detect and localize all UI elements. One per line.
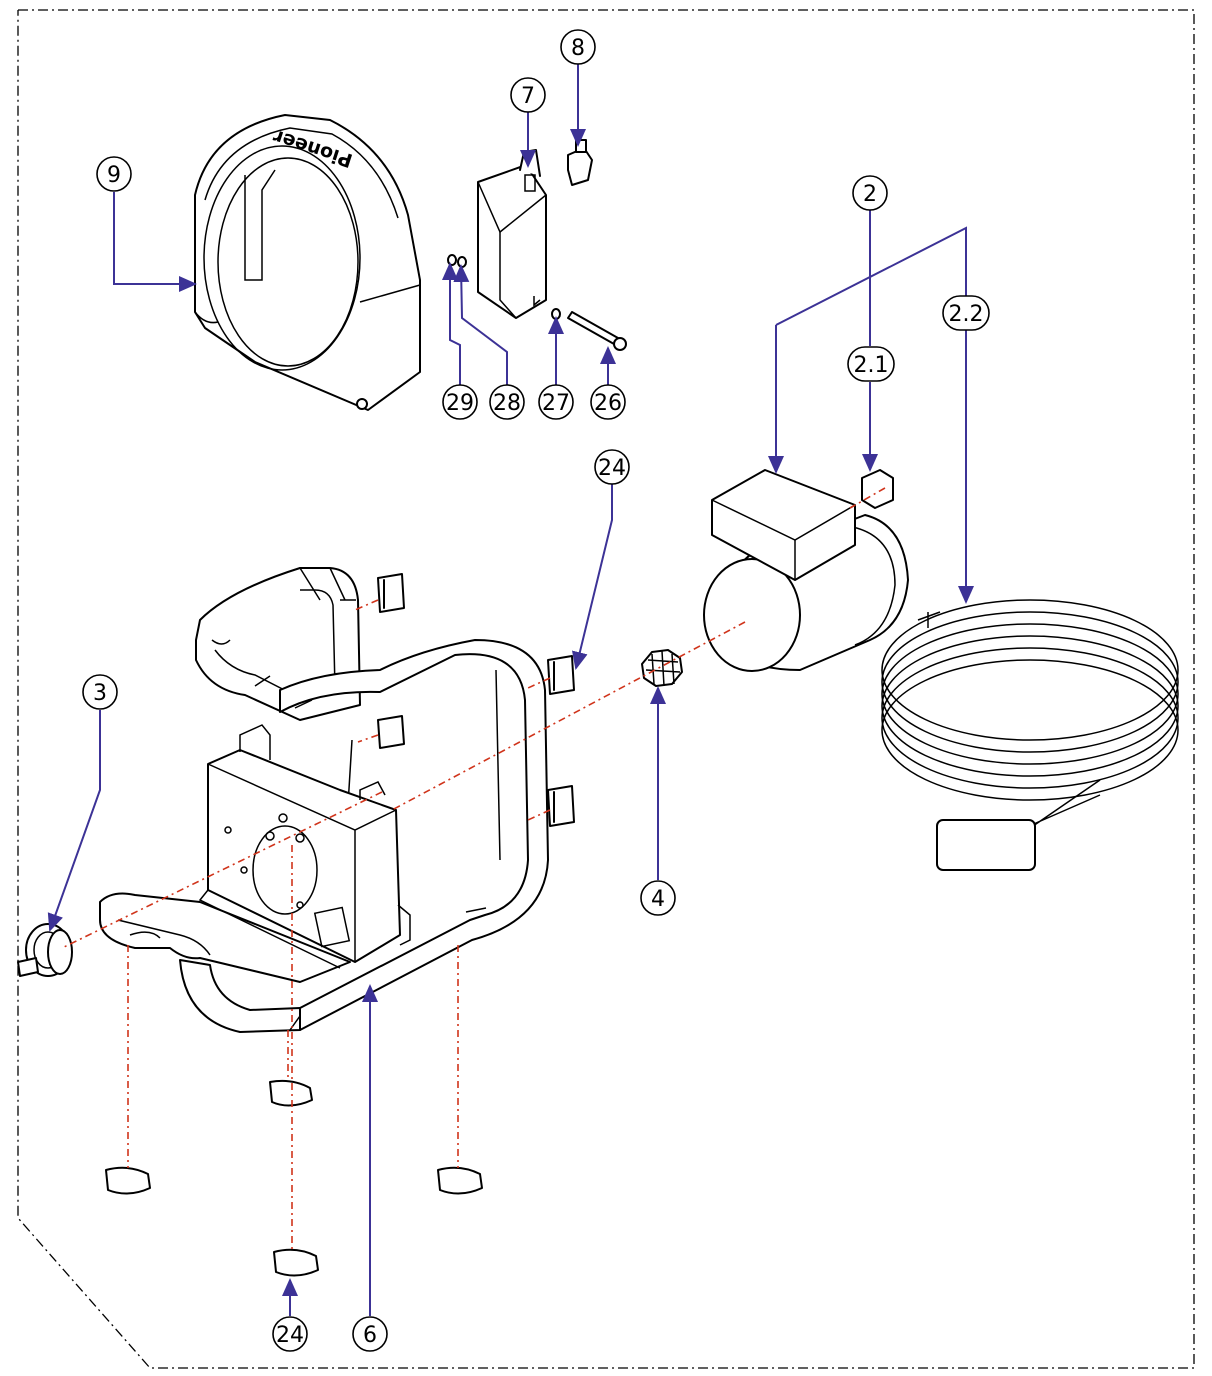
svg-text:2: 2 (863, 182, 877, 207)
frame-part (99, 567, 549, 1033)
callout-29: 29 (442, 384, 478, 420)
leader-28 (453, 264, 508, 386)
bracket-part (477, 149, 547, 319)
nut-28 (457, 256, 467, 268)
callout-3: 3 (82, 674, 118, 710)
svg-text:24: 24 (598, 456, 626, 481)
leader-lines (47, 64, 974, 1316)
leader-9 (113, 192, 197, 292)
callout-24-lower: 24 (272, 1316, 308, 1352)
leader-29 (442, 262, 461, 386)
callout-7: 7 (510, 77, 546, 113)
svg-text:27: 27 (542, 391, 570, 416)
svg-text:6: 6 (363, 1323, 377, 1348)
callout-2.1: 2.1 (847, 346, 895, 382)
callout-24-upper: 24 (594, 449, 630, 485)
svg-text:9: 9 (107, 163, 121, 188)
assembly-axes (61, 487, 886, 1250)
svg-text:26: 26 (594, 391, 622, 416)
diagram-border (17, 9, 1195, 1369)
svg-text:28: 28 (493, 391, 521, 416)
callout-27: 27 (538, 384, 574, 420)
switch-part (567, 139, 593, 186)
svg-text:24: 24 (276, 1323, 304, 1348)
washer-27 (551, 308, 561, 320)
callout-8: 8 (560, 29, 596, 65)
svg-text:4: 4 (651, 887, 665, 912)
coupling-part (17, 923, 73, 977)
plug-part (936, 819, 1036, 871)
leader-3 (47, 710, 101, 932)
svg-text:3: 3 (93, 681, 107, 706)
callout-28: 28 (489, 384, 525, 420)
svg-text:2.2: 2.2 (949, 302, 984, 327)
leader-2 (775, 226, 967, 326)
callout-26: 26 (590, 384, 626, 420)
callout-6: 6 (352, 1316, 388, 1352)
svg-text:29: 29 (446, 391, 474, 416)
callout-2: 2 (852, 175, 888, 211)
motor-part (703, 469, 909, 672)
leader-24a (572, 484, 613, 670)
coiled-cable-part (881, 599, 1179, 871)
callout-4: 4 (640, 880, 676, 916)
gear-part (641, 649, 683, 687)
nut-29 (447, 254, 457, 266)
callout-9: 9 (96, 156, 132, 192)
clips-part (105, 573, 575, 1277)
svg-text:7: 7 (521, 84, 535, 109)
bolt-26 (567, 311, 619, 345)
svg-text:2.1: 2.1 (854, 353, 889, 378)
svg-text:8: 8 (571, 36, 585, 61)
drum-cover-part: Pioneer (194, 114, 421, 411)
callout-2.2: 2.2 (942, 295, 990, 331)
